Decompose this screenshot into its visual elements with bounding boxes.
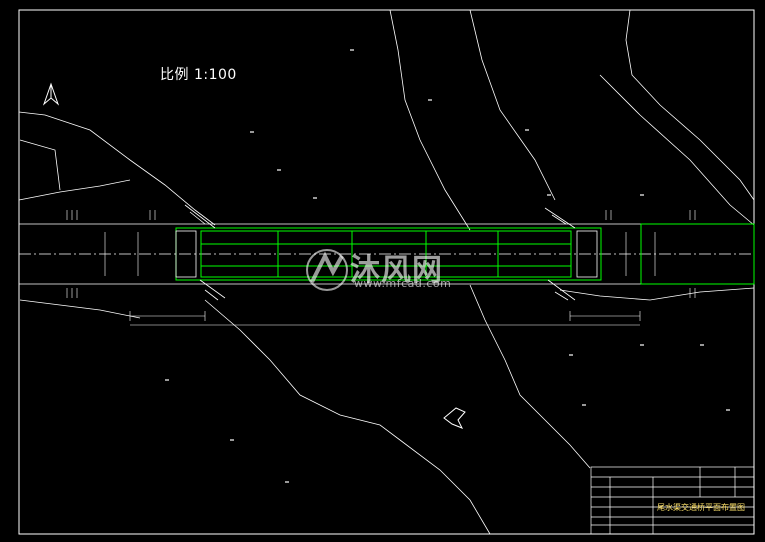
watermark-url: www.mfcad.com	[354, 277, 452, 290]
abutment-wings	[175, 204, 598, 301]
flow-arrow-icon	[443, 407, 466, 429]
title-block	[590, 466, 755, 535]
north-arrow-icon	[42, 82, 60, 106]
terrain-contours	[18, 9, 755, 535]
scale-label: 比例 1:100	[160, 67, 237, 83]
watermark-name: 沐风网	[350, 253, 443, 288]
title-block-title: 尾水渠交通桥平面布置图	[657, 503, 745, 512]
annotation-marks	[165, 49, 730, 483]
dimension-lines	[66, 210, 696, 326]
watermark-logo-icon	[306, 249, 348, 291]
bridge-deck	[175, 223, 755, 285]
